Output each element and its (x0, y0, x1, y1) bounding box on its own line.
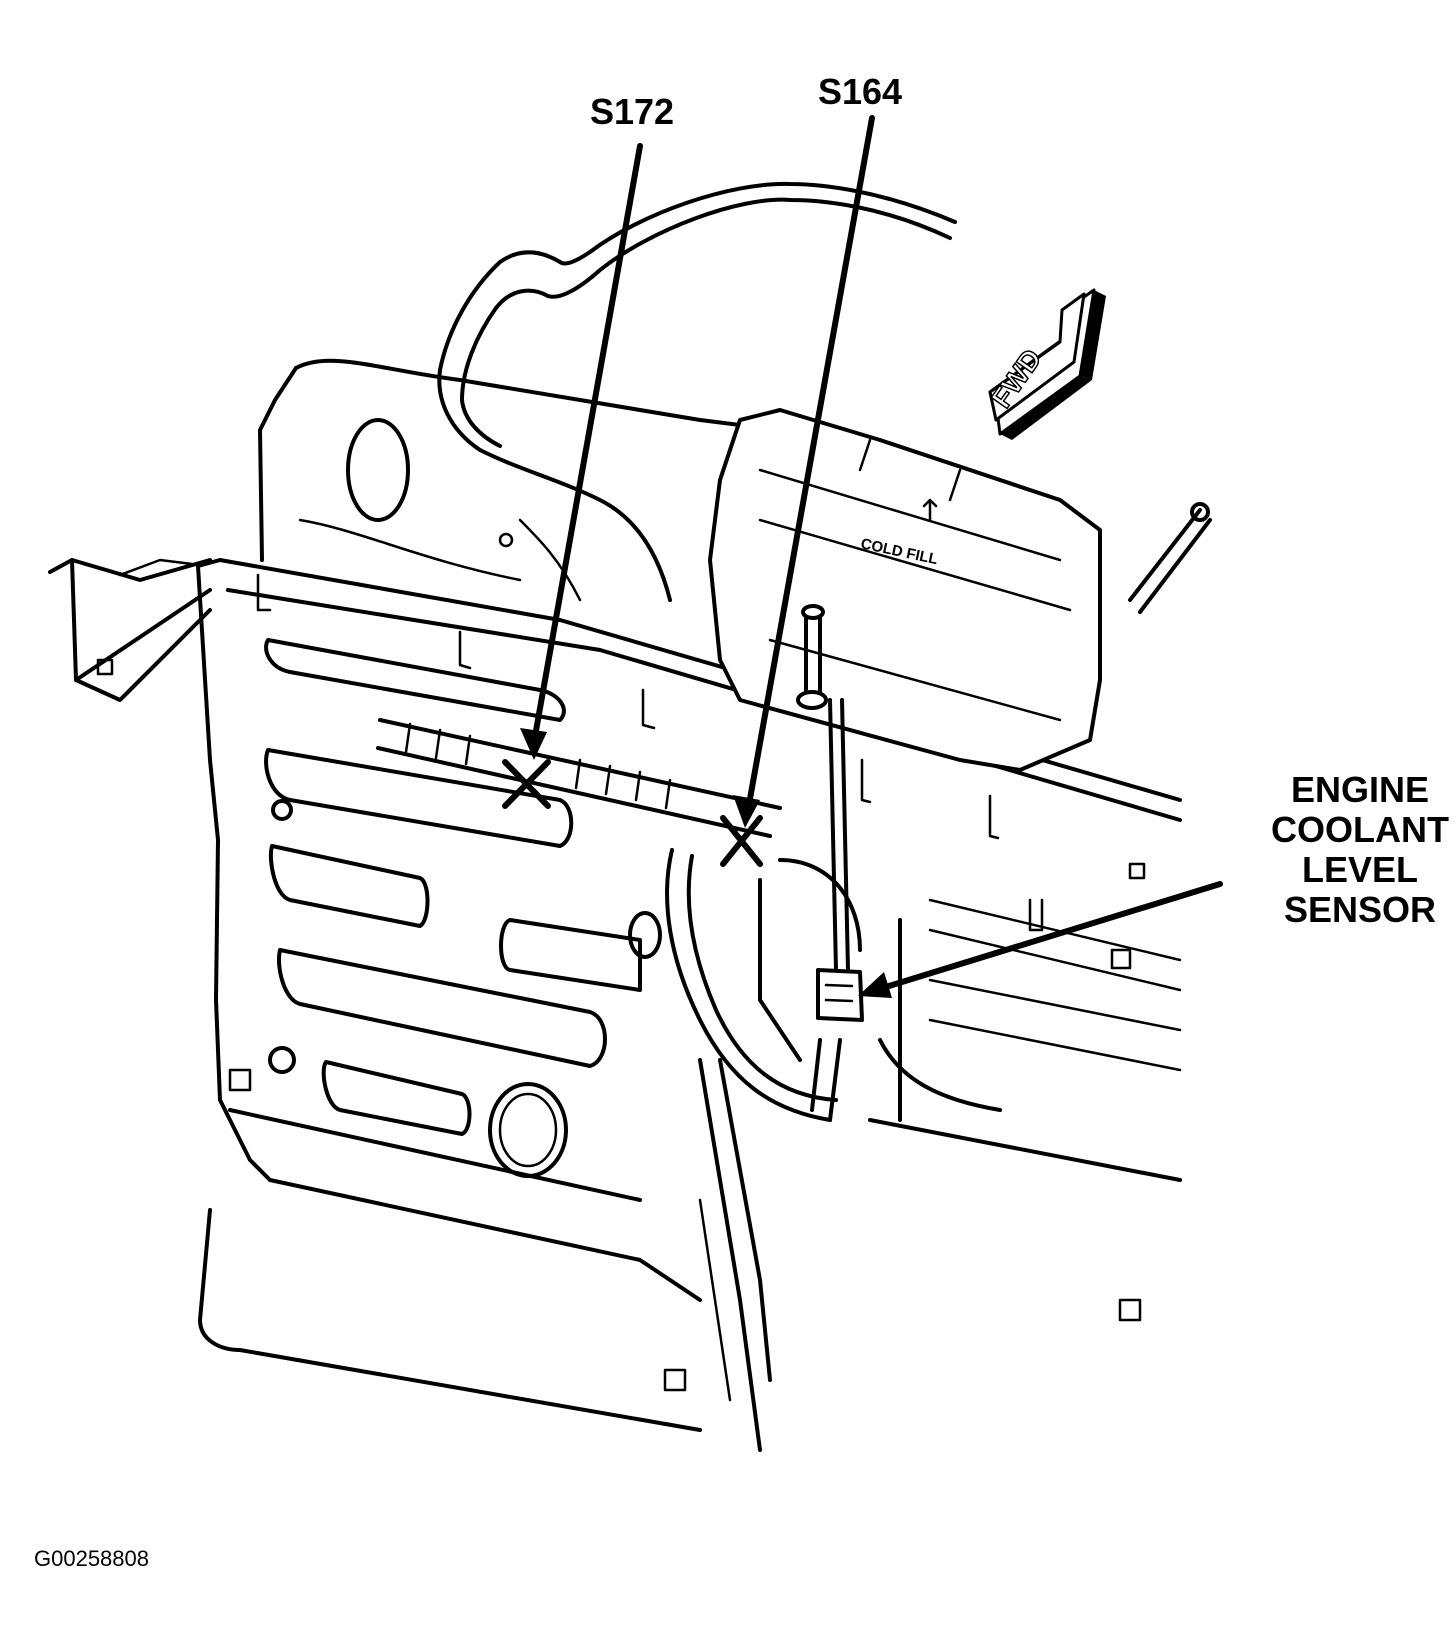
callout-s164: S164 (818, 71, 903, 112)
coolant-reservoir: COLD FILL (708, 408, 1102, 772)
callout-engine-coolant-level-sensor: ENGINE COOLANT LEVEL SENSOR (1250, 770, 1456, 930)
left-bracket (48, 558, 212, 702)
leader-s172 (520, 143, 643, 760)
leader-sensor (858, 881, 1223, 998)
wiring-harness (376, 718, 842, 1122)
coolant-level-sensor (816, 698, 864, 1022)
leader-s164 (733, 115, 875, 828)
callout-sensor-line: LEVEL (1301, 849, 1418, 890)
cowl-upper (258, 358, 782, 602)
splice-s164-mark (720, 815, 763, 867)
upper-hose (437, 181, 957, 602)
figure-id: G00258808 (34, 1546, 149, 1571)
dash-panel (196, 558, 1182, 1432)
center-channel (698, 858, 862, 1452)
right-structure (868, 502, 1212, 1182)
callout-sensor-line: COOLANT (1271, 809, 1449, 850)
splice-s172-mark (502, 759, 551, 809)
callout-s172: S172 (590, 91, 675, 132)
callout-sensor-line: SENSOR (1283, 889, 1437, 930)
callout-sensor-line: ENGINE (1290, 769, 1430, 810)
fwd-arrow-icon: FWD (985, 288, 1106, 440)
